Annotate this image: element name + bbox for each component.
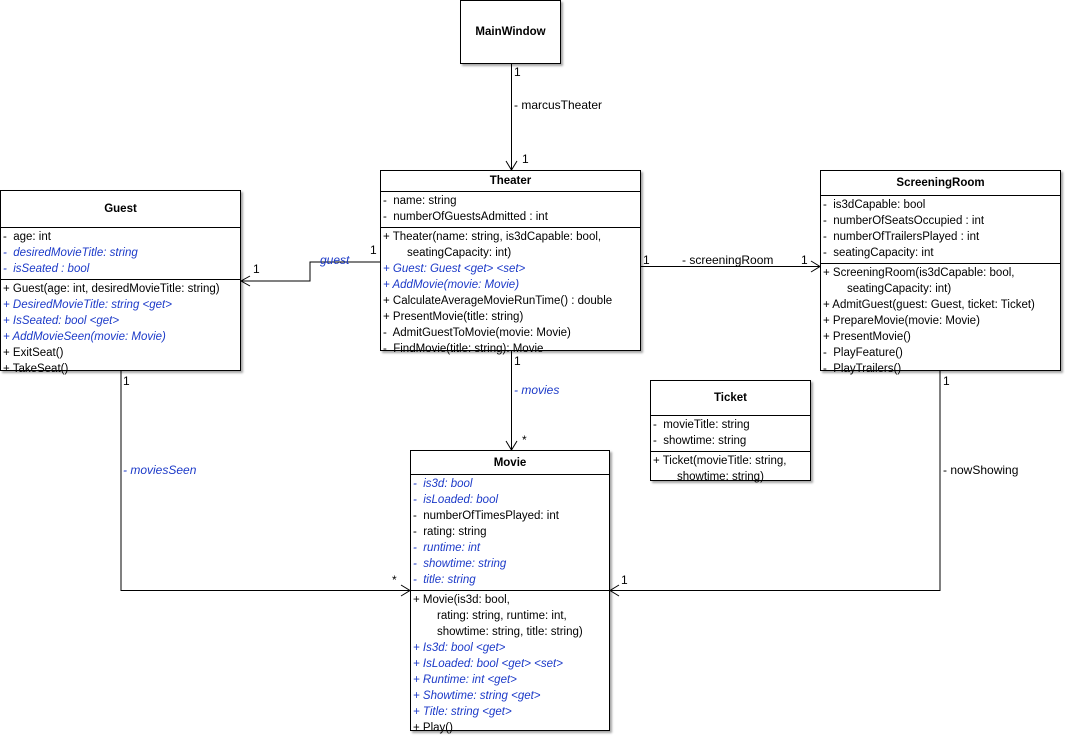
class-member: - showtime: string <box>653 435 747 447</box>
guest-role: guest <box>320 253 350 267</box>
class-member: + TakeSeat() <box>3 363 69 375</box>
class-member: + IsLoaded: bool <get> <set> <box>413 658 563 670</box>
screening-room-attributes: - is3dCapable: bool - numberOfSeatsOccupi… <box>821 196 1060 263</box>
class-member: - AdmitGuestToMovie(movie: Movie) <box>383 327 571 339</box>
class-member: showtime: string, title: string) <box>437 626 583 638</box>
guest-name: Guest <box>1 191 240 228</box>
movies-seen-line <box>120 371 410 591</box>
class-member: + Runtime: int <get> <box>413 674 517 686</box>
ticket-name: Ticket <box>651 381 810 416</box>
class-member: + PrepareMovie(movie: Movie) <box>823 315 980 327</box>
guest-target-mult: 1 <box>253 262 260 276</box>
class-member: + Guest: Guest <get> <set> <box>383 263 526 275</box>
now-showing-line <box>610 371 941 591</box>
movies-seen-source-mult: 1 <box>123 374 130 388</box>
ticket-operations: + Ticket(movieTitle: string, showtime: st… <box>651 451 810 487</box>
now-showing-source-mult: 1 <box>943 374 950 388</box>
guest-class[interactable]: Guest - age: int - desiredMovieTitle: str… <box>0 190 241 375</box>
class-member: + AdmitGuest(guest: Guest, ticket: Ticke… <box>823 299 1035 311</box>
class-member: - PlayTrailers() <box>823 363 902 375</box>
class-member: + PresentMovie() <box>823 331 911 343</box>
class-member: - title: string <box>413 574 476 586</box>
class-member: + CalculateAverageMovieRunTime() : doubl… <box>383 295 613 307</box>
screening-room-target-mult: 1 <box>801 253 808 267</box>
class-member: + ExitSeat() <box>3 347 64 359</box>
now-showing-role: - nowShowing <box>943 463 1019 477</box>
main-window-name: MainWindow <box>475 26 546 38</box>
class-member: + Play() <box>413 722 453 734</box>
now-showing-target-mult: 1 <box>621 573 628 587</box>
screening-room-source-mult: 1 <box>643 253 650 267</box>
class-member: - age: int <box>3 231 51 243</box>
class-member: - name: string <box>383 195 457 207</box>
class-member: + Ticket(movieTitle: string, <box>653 455 787 467</box>
class-member: + Showtime: string <get> <box>413 690 541 702</box>
class-member: rating: string, runtime: int, <box>437 610 567 622</box>
marcus-theater-role: - marcusTheater <box>514 98 603 112</box>
theater-name: Theater <box>381 171 640 192</box>
movie-name: Movie <box>411 451 609 475</box>
class-member: + Guest(age: int, desiredMovieTitle: str… <box>3 283 220 295</box>
guest-arrowhead <box>239 275 251 287</box>
class-member: + Movie(is3d: bool, <box>413 594 510 606</box>
class-member: - numberOfTimesPlayed: int <box>413 510 559 522</box>
screening-room-role: - screeningRoom <box>682 253 774 267</box>
class-member: + PresentMovie(title: string) <box>383 311 524 323</box>
class-member: - numberOfGuestsAdmitted : int <box>383 211 548 223</box>
movie-operations: + Movie(is3d: bool, rating: string, runti… <box>411 590 609 738</box>
movies-seen-target-mult: * <box>392 573 397 587</box>
guest-source-mult: 1 <box>370 243 377 257</box>
class-member: - numberOfTrailersPlayed : int <box>823 231 980 243</box>
movies-seen-role: - moviesSeen <box>123 463 197 477</box>
marcus-theater-target-mult: 1 <box>522 152 529 166</box>
class-member: seatingCapacity: int) <box>847 283 952 295</box>
class-member: - movieTitle: string <box>653 419 750 431</box>
marcus-theater-source-mult: 1 <box>514 65 521 79</box>
main-window-class[interactable]: MainWindow <box>460 0 561 64</box>
class-member: + Title: string <get> <box>413 706 512 718</box>
theater-attributes: - name: string - numberOfGuestsAdmitted :… <box>381 192 640 227</box>
theater-class[interactable]: Theater - name: string - numberOfGuestsAd… <box>380 170 641 355</box>
movie-attributes: - is3d: bool - isLoaded: bool - numberOfTi… <box>411 475 609 590</box>
ticket-class[interactable]: Ticket - movieTitle: string - showtime: s… <box>650 380 811 483</box>
class-member: + ScreeningRoom(is3dCapable: bool, <box>823 267 1015 279</box>
class-member: - rating: string <box>413 526 487 538</box>
guest-line <box>241 261 380 282</box>
class-member: - isSeated : bool <box>3 263 90 275</box>
theater-operations: + Theater(name: string, is3dCapable: boo… <box>381 227 640 359</box>
screening-room-class[interactable]: ScreeningRoom - is3dCapable: bool - numbe… <box>820 170 1061 375</box>
movie-class[interactable]: Movie - is3d: bool - isLoaded: bool - numb… <box>410 450 610 734</box>
now-showing-arrowhead <box>609 584 620 597</box>
class-member: - is3dCapable: bool <box>823 199 926 211</box>
class-member: + DesiredMovieTitle: string <get> <box>3 299 172 311</box>
movies-source-mult: 1 <box>514 354 521 368</box>
class-member: - showtime: string <box>413 558 507 570</box>
class-member: - FindMovie(title: string): Movie <box>383 343 544 355</box>
class-member: showtime: string) <box>677 471 764 483</box>
class-member: - runtime: int <box>413 542 481 554</box>
class-member: + Is3d: bool <get> <box>413 642 506 654</box>
class-member: seatingCapacity: int) <box>407 247 512 259</box>
movies-role: - movies <box>514 383 560 397</box>
class-member: + AddMovie(movie: Movie) <box>383 279 520 291</box>
class-member: - numberOfSeatsOccupied : int <box>823 215 985 227</box>
class-member: + Theater(name: string, is3dCapable: boo… <box>383 231 602 243</box>
ticket-attributes: - movieTitle: string - showtime: string <box>651 416 810 451</box>
class-member: - seatingCapacity: int <box>823 247 934 259</box>
class-member: + IsSeated: bool <get> <box>3 315 120 327</box>
class-member: - is3d: bool <box>413 478 473 490</box>
screening-room-name: ScreeningRoom <box>821 171 1060 196</box>
class-member: - desiredMovieTitle: string <box>3 247 138 259</box>
class-member: + AddMovieSeen(movie: Movie) <box>3 331 166 343</box>
class-member: - PlayFeature() <box>823 347 903 359</box>
screening-room-operations: + ScreeningRoom(is3dCapable: bool, seatin… <box>821 263 1060 379</box>
guest-attributes: - age: int - desiredMovieTitle: string - i… <box>1 228 240 279</box>
guest-operations: + Guest(age: int, desiredMovieTitle: str… <box>1 279 240 379</box>
class-member: - isLoaded: bool <box>413 494 499 506</box>
movies-target-mult: * <box>522 433 527 447</box>
